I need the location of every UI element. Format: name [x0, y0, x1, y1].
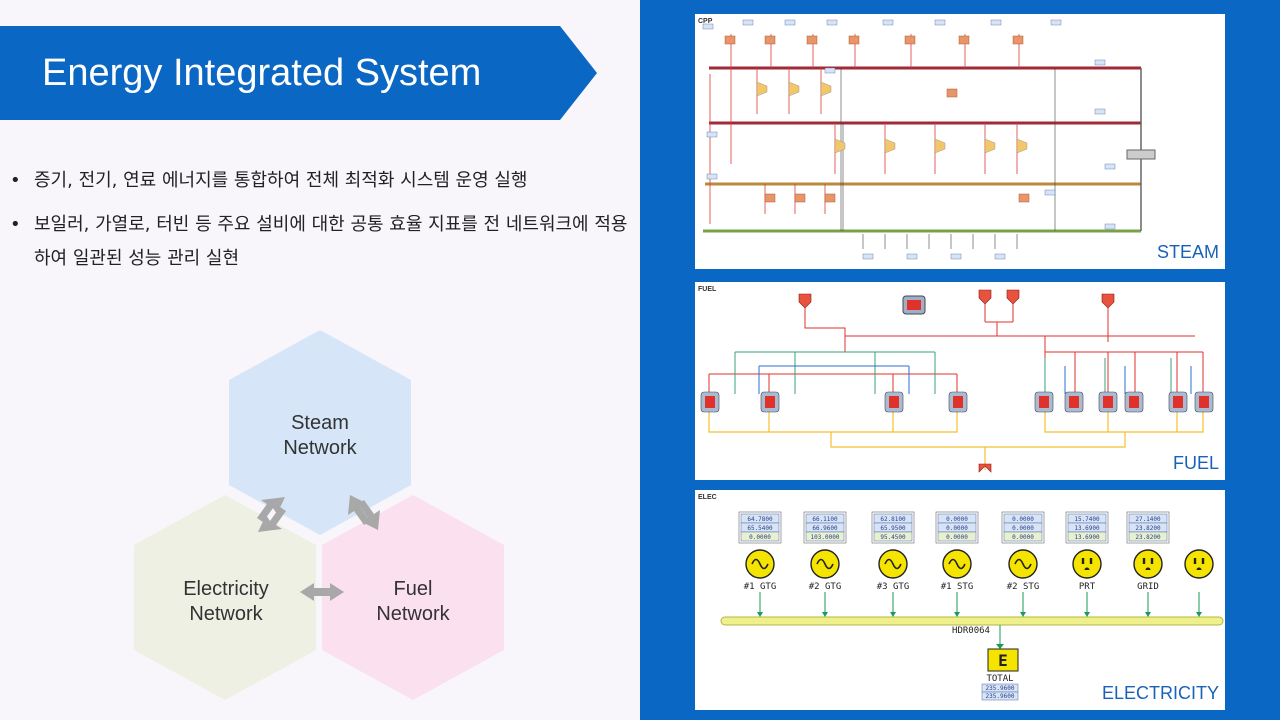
- generator-unit: 0.0000 0.0000 0.0000 #1 STG: [935, 511, 979, 617]
- generator-unit: 66.1100 66.9600 103.0000 #2 GTG: [803, 511, 847, 617]
- generator-unit: 0.0000 0.0000 0.0000 #2 STG: [1001, 511, 1045, 617]
- generator-label: #3 GTG: [877, 582, 910, 592]
- generator-value: 103.0000: [811, 534, 840, 541]
- electricity-hexagon: [134, 495, 316, 700]
- bullet-item: • 증기, 전기, 연료 에너지를 통합하여 전체 최적화 시스템 운영 실행: [8, 164, 633, 198]
- fuel-network-screenshot: FUEL FUEL: [695, 282, 1225, 480]
- generator-unit: 62.8100 65.9500 95.4500 #3 GTG: [871, 511, 915, 617]
- power-plug-icon: [1133, 549, 1163, 579]
- bullet-marker: •: [10, 170, 21, 191]
- bullet-list: • 증기, 전기, 연료 에너지를 통합하여 전체 최적화 시스템 운영 실행 …: [8, 164, 633, 286]
- generator-value: 13.6900: [1074, 534, 1100, 541]
- banner-arrow-shape: [0, 26, 597, 120]
- generator-value-cell: [873, 531, 913, 542]
- generator-label: GRID: [1137, 582, 1159, 592]
- elec-panel-tag: ELEC: [698, 494, 717, 501]
- hexagon-shapes: [134, 330, 504, 700]
- elec-bus-label: HDR0064: [952, 626, 990, 636]
- network-hexagon-diagram: Steam Network Electricity Network Fuel N…: [130, 325, 520, 705]
- generator-value: 65.5400: [747, 525, 773, 532]
- generator-unit: 64.7800 65.5400 0.0000 #1 GTG: [738, 511, 782, 617]
- steam-panel-label: STEAM: [1156, 242, 1219, 262]
- steam-diagram: CPP: [698, 18, 1156, 260]
- bullet-text: 보일러, 가열로, 터빈 등 주요 설비에 대한 공통 효율 지표를 전 네트워…: [34, 214, 628, 269]
- generator-value-cell: [1067, 531, 1107, 542]
- generator-label: #1 STG: [941, 582, 974, 592]
- fuel-panel-tag: FUEL: [698, 286, 717, 293]
- generator-value: 0.0000: [1012, 525, 1034, 532]
- arrow-electricity-fuel: [300, 583, 344, 601]
- fuel-diagram: FUEL: [698, 286, 1214, 473]
- bullet-text: 증기, 전기, 연료 에너지를 통합하여 전체 최적화 시스템 운영 실행: [34, 170, 528, 191]
- fuel-network-label: Fuel Network: [376, 578, 450, 625]
- steam-hexagon: [229, 330, 411, 535]
- slide-left-pane: Energy Integrated System • 증기, 전기, 연료 에너…: [0, 26, 633, 705]
- elec-total-value: 235.9600: [986, 693, 1015, 700]
- generator-value: 13.6900: [1074, 525, 1100, 532]
- steam-network-label: Steam Network: [283, 412, 357, 459]
- generator-label: #2 STG: [1007, 582, 1040, 592]
- title-banner: [0, 26, 600, 120]
- generator-value: 0.0000: [946, 525, 968, 532]
- generator-label: PRT: [1079, 582, 1096, 592]
- generator-value: 62.8100: [880, 516, 906, 523]
- generator-value-cell: [1003, 531, 1043, 542]
- elec-total-symbol: E: [998, 651, 1008, 670]
- elec-total-label: TOTAL: [986, 674, 1013, 684]
- fuel-hexagon: [322, 495, 504, 700]
- generator-unit: [1184, 549, 1214, 617]
- power-plug-icon: [1184, 549, 1214, 579]
- generator-value-cell: [937, 531, 977, 542]
- generator-value-cell: [1128, 531, 1168, 542]
- generator-value-cell: [740, 531, 780, 542]
- generator-value: 23.8200: [1135, 534, 1161, 541]
- generator-value: 23.8200: [1135, 525, 1161, 532]
- electricity-network-label: Electricity Network: [183, 578, 269, 625]
- generator-value: 64.7800: [747, 516, 773, 523]
- generator-group: 64.7800 65.5400 0.0000 #1 GTG 66.1100 66.9600…: [738, 511, 1214, 617]
- generator-value: 65.9500: [880, 525, 906, 532]
- generator-value: 66.9600: [812, 525, 838, 532]
- elec-panel-label: ELECTRICITY: [1101, 683, 1219, 703]
- generator-value: 0.0000: [749, 534, 771, 541]
- elec-total-value: 235.9600: [986, 685, 1015, 692]
- bullet-item: • 보일러, 가열로, 터빈 등 주요 설비에 대한 공통 효율 지표를 전 네…: [8, 208, 633, 276]
- generator-value: 0.0000: [946, 534, 968, 541]
- bullet-marker: •: [10, 214, 21, 235]
- electricity-diagram: ELEC HDR0064 E TOTAL 235.9600 235.9600 6…: [698, 494, 1224, 701]
- generator-label: #2 GTG: [809, 582, 842, 592]
- generator-value: 15.7400: [1074, 516, 1100, 523]
- generator-value: 27.1400: [1135, 516, 1161, 523]
- elec-bus-bar: [720, 616, 1224, 626]
- generator-value: 95.4500: [880, 534, 906, 541]
- generator-value: 66.1100: [812, 516, 838, 523]
- power-plug-icon: [1072, 549, 1102, 579]
- generator-value: 0.0000: [946, 516, 968, 523]
- generator-value: 0.0000: [1012, 534, 1034, 541]
- generator-value-cell: [805, 531, 845, 542]
- elec-total-box: [987, 648, 1019, 672]
- arrow-steam-electricity: [257, 497, 286, 532]
- slide-title: Energy Integrated System: [42, 52, 482, 94]
- generator-value: 0.0000: [1012, 516, 1034, 523]
- steam-network-screenshot: CPP STEAM: [695, 14, 1225, 269]
- electricity-network-screenshot: ELEC HDR0064 E TOTAL 235.9600 235.9600 6…: [695, 490, 1225, 710]
- arrow-steam-fuel: [348, 495, 380, 530]
- steam-panel-tag: CPP: [698, 18, 713, 25]
- generator-label: #1 GTG: [744, 582, 777, 592]
- fuel-panel-label: FUEL: [1172, 453, 1219, 473]
